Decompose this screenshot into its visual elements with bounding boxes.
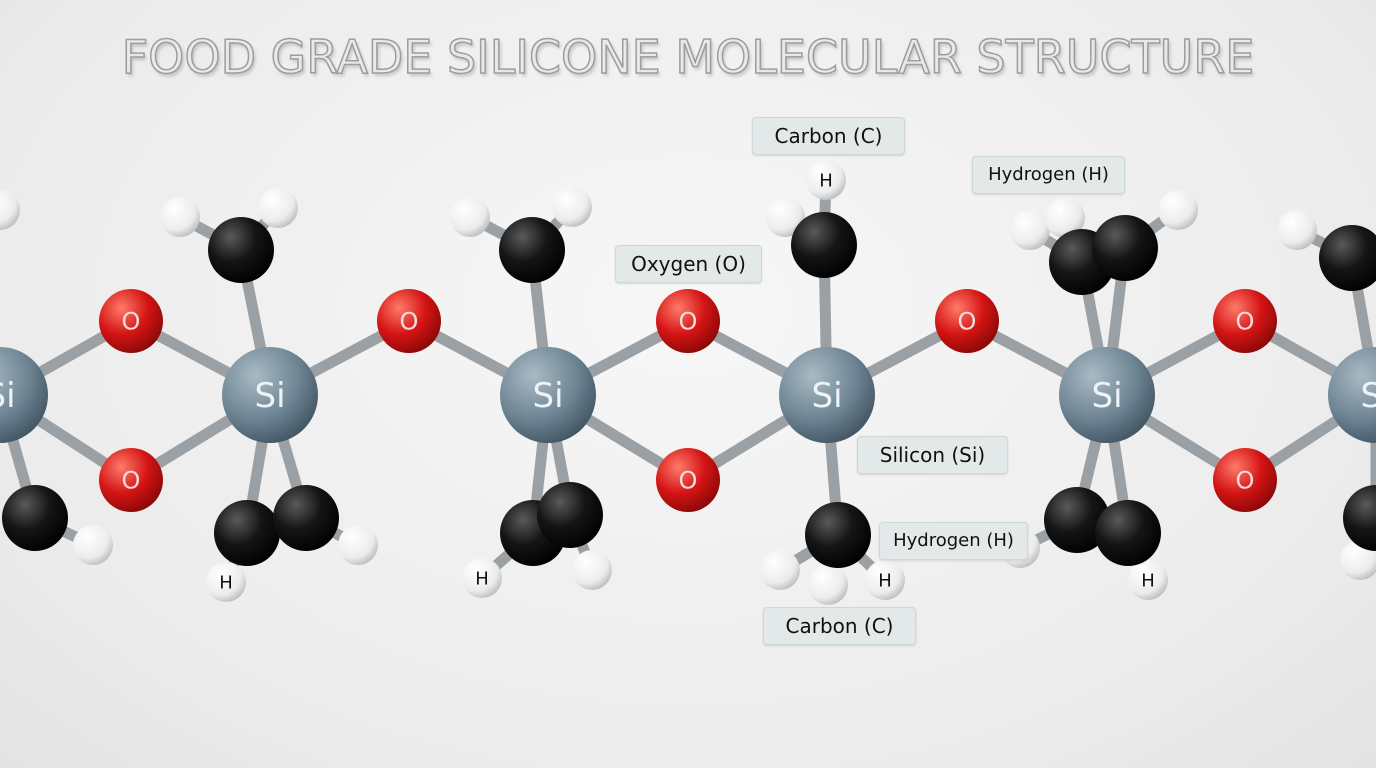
oxygen-atom: O bbox=[1213, 448, 1277, 512]
carbon-atom bbox=[537, 482, 603, 548]
carbon-atom bbox=[499, 217, 565, 283]
hydrogen-atom bbox=[1010, 210, 1050, 250]
carbon-atom bbox=[1343, 485, 1376, 551]
hydrogen-atom: H bbox=[806, 160, 846, 200]
carbon-atom bbox=[2, 485, 68, 551]
hydrogen-atom bbox=[765, 197, 805, 237]
oxygen-atom-symbol: O bbox=[1236, 467, 1255, 495]
hydrogen-atom bbox=[572, 550, 612, 590]
hydrogen-atom-symbol: H bbox=[1141, 570, 1155, 591]
hydrogen-atom: H bbox=[1128, 560, 1168, 600]
label-oxygen: Oxygen (O) bbox=[615, 245, 762, 283]
oxygen-atom: O bbox=[656, 448, 720, 512]
silicon-atom: Si bbox=[779, 347, 875, 443]
oxygen-atom: O bbox=[99, 289, 163, 353]
silicon-atom-symbol: Si bbox=[532, 376, 563, 416]
oxygen-atom: O bbox=[99, 448, 163, 512]
hydrogen-atom bbox=[1277, 210, 1317, 250]
oxygen-atom: O bbox=[656, 289, 720, 353]
carbon-atom bbox=[214, 500, 280, 566]
hydrogen-atom bbox=[160, 197, 200, 237]
hydrogen-atom-symbol: H bbox=[219, 572, 233, 593]
carbon-atom bbox=[208, 217, 274, 283]
silicon-atom: Si bbox=[1059, 347, 1155, 443]
hydrogen-atom-symbol: H bbox=[475, 568, 489, 589]
oxygen-atom: O bbox=[377, 289, 441, 353]
hydrogen-atom bbox=[338, 525, 378, 565]
carbon-atom bbox=[1092, 215, 1158, 281]
label-carbon-top: Carbon (C) bbox=[752, 117, 905, 155]
oxygen-atom-symbol: O bbox=[1236, 308, 1255, 336]
hydrogen-atom: H bbox=[865, 560, 905, 600]
oxygen-atom-symbol: O bbox=[400, 308, 419, 336]
label-silicon: Silicon (Si) bbox=[857, 436, 1008, 474]
hydrogen-atom bbox=[258, 188, 298, 228]
silicon-atom: Si bbox=[0, 347, 48, 443]
hydrogen-atom-symbol: H bbox=[878, 570, 892, 591]
oxygen-atom-symbol: O bbox=[122, 467, 141, 495]
silicon-atom-symbol: Si bbox=[811, 376, 842, 416]
hydrogen-atom bbox=[760, 550, 800, 590]
oxygen-atom-symbol: O bbox=[679, 308, 698, 336]
hydrogen-atom: H bbox=[206, 562, 246, 602]
silicon-atom-symbol: Si bbox=[254, 376, 285, 416]
hydrogen-atom bbox=[450, 197, 490, 237]
hydrogen-atom bbox=[73, 525, 113, 565]
hydrogen-atom: H bbox=[462, 558, 502, 598]
hydrogen-atom-symbol: H bbox=[819, 170, 833, 191]
hydrogen-atom bbox=[552, 187, 592, 227]
carbon-atom bbox=[805, 502, 871, 568]
silicon-atom: Si bbox=[1328, 347, 1376, 443]
silicon-atom: Si bbox=[222, 347, 318, 443]
silicon-atom-symbol: Si bbox=[0, 376, 16, 416]
carbon-atom bbox=[791, 212, 857, 278]
carbon-atom bbox=[1044, 487, 1110, 553]
carbon-atom bbox=[1095, 500, 1161, 566]
hydrogen-atom bbox=[1045, 198, 1085, 238]
hydrogen-atom bbox=[808, 565, 848, 605]
oxygen-atom: O bbox=[1213, 289, 1277, 353]
label-hydrogen-bottom: Hydrogen (H) bbox=[879, 522, 1028, 560]
carbon-atom bbox=[273, 485, 339, 551]
diagram-title: FOOD GRADE SILICONE MOLECULAR STRUCTURE bbox=[121, 29, 1255, 85]
label-hydrogen-top: Hydrogen (H) bbox=[972, 156, 1125, 194]
oxygen-atom-symbol: O bbox=[958, 308, 977, 336]
silicon-atom-symbol: Si bbox=[1360, 376, 1376, 416]
oxygen-atom-symbol: O bbox=[679, 467, 698, 495]
silicon-atom: Si bbox=[500, 347, 596, 443]
label-carbon-bottom: Carbon (C) bbox=[763, 607, 916, 645]
hydrogen-atom bbox=[0, 190, 20, 230]
oxygen-atom-symbol: O bbox=[122, 308, 141, 336]
hydrogen-atom bbox=[1340, 540, 1376, 580]
hydrogen-atom bbox=[1158, 190, 1198, 230]
silicon-atom-symbol: Si bbox=[1091, 376, 1122, 416]
carbon-atom bbox=[1319, 225, 1376, 291]
oxygen-atom: O bbox=[935, 289, 999, 353]
